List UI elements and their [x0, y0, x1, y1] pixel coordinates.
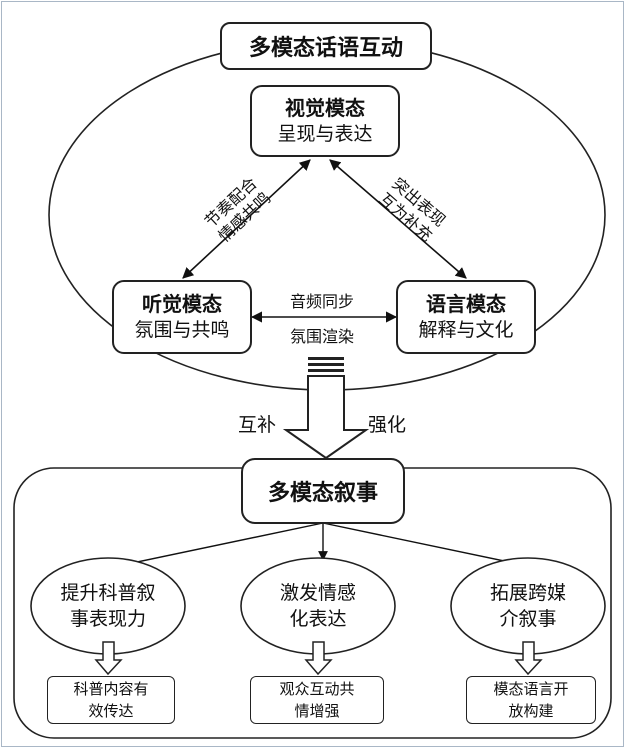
output-box-3: 模态语言开 放构建: [466, 676, 596, 724]
ellipse-2-text: 激发情感 化表达: [248, 580, 388, 632]
output-3-line2: 放构建: [508, 702, 554, 720]
ellipse-2-line1: 激发情感: [279, 582, 356, 604]
output-1-line1: 科普内容有: [73, 680, 149, 698]
audio-title: 听觉模态: [142, 292, 222, 316]
narrative-to-ellipse-1-arrow: [117, 522, 324, 569]
ellipse-1-text: 提升科普叙 事表现力: [38, 580, 178, 632]
down-arrow-2: [304, 641, 333, 676]
language-sub: 解释与文化: [418, 319, 514, 341]
output-box-2: 观众互动共 情增强: [250, 676, 384, 724]
ellipse-3-line2: 介叙事: [499, 608, 557, 630]
big-down-arrow: [282, 357, 370, 460]
language-node: 语言模态 解释与文化: [396, 280, 536, 354]
visual-title: 视觉模态: [285, 96, 365, 120]
narrative-node: 多模态叙事: [241, 458, 405, 524]
narrative-title: 多模态叙事: [267, 481, 378, 506]
visual-audio-arrow: [182, 159, 311, 279]
ellipse-2-line2: 化表达: [289, 608, 347, 630]
top-title-box: 多模态话语互动: [220, 22, 432, 70]
down-arrow-3: [514, 641, 543, 676]
output-box-1: 科普内容有 效传达: [47, 676, 175, 724]
edge-bottom-top-label: 音频同步: [290, 292, 355, 311]
output-2-line1: 观众互动共: [279, 680, 355, 698]
edge-bottom-bottom-label: 氛围渲染: [290, 327, 355, 346]
output-2-line2: 情增强: [294, 702, 340, 720]
output-1-line2: 效传达: [88, 702, 134, 720]
ellipse-3-text: 拓展跨媒 介叙事: [458, 580, 598, 632]
visual-language-arrow: [329, 159, 467, 279]
arrow-left-label: 互补: [238, 414, 277, 436]
narrative-to-ellipse-3-arrow: [322, 522, 529, 569]
language-title: 语言模态: [426, 292, 506, 316]
audio-node: 听觉模态 氛围与共鸣: [112, 280, 252, 354]
ellipse-1-line1: 提升科普叙: [60, 582, 156, 604]
ellipse-3-line1: 拓展跨媒: [489, 582, 566, 604]
down-arrow-1: [94, 641, 123, 676]
audio-sub: 氛围与共鸣: [134, 319, 230, 341]
top-title: 多模态话语互动: [248, 36, 403, 61]
ellipse-1-line2: 事表现力: [69, 608, 146, 630]
output-3-line1: 模态语言开: [493, 680, 569, 698]
arrow-right-label: 强化: [368, 414, 407, 436]
visual-sub: 呈现与表达: [277, 123, 373, 145]
visual-node: 视觉模态 呈现与表达: [250, 85, 400, 157]
